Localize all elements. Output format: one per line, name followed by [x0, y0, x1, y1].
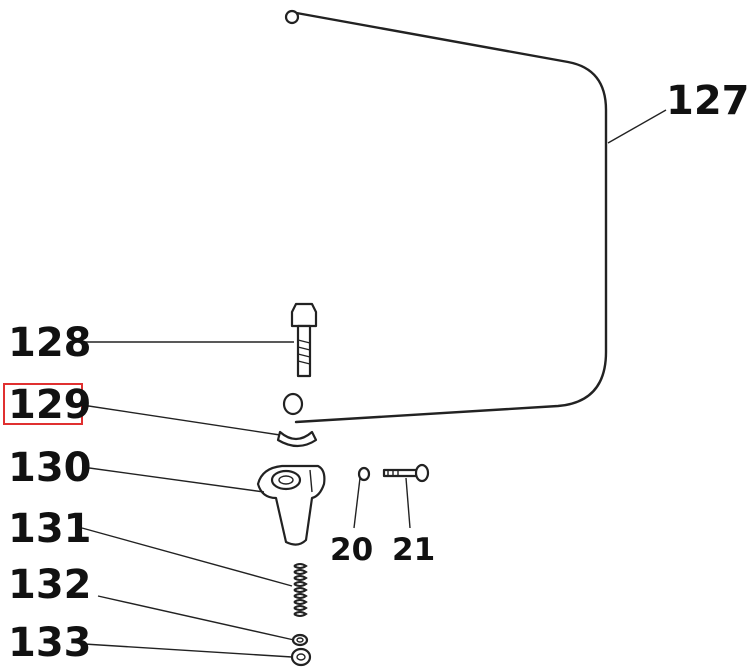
label-20: 20 [330, 532, 373, 568]
leader-132 [97, 595, 295, 641]
label-132: 132 [8, 562, 92, 608]
label-21: 21 [392, 532, 435, 568]
label-131: 131 [8, 506, 92, 552]
leader-133 [83, 643, 293, 658]
nut-part-133 [290, 647, 312, 667]
ring-part-20 [357, 466, 371, 482]
leader-21 [405, 477, 411, 529]
leader-20 [353, 477, 361, 529]
leader-130 [81, 466, 265, 493]
label-129: 129 [8, 382, 92, 428]
handle-tube-part-127 [282, 9, 608, 424]
label-130: 130 [8, 445, 92, 491]
bolt-part-128 [290, 302, 318, 378]
leader-129 [81, 404, 281, 436]
label-127: 127 [666, 78, 750, 124]
leader-127 [607, 109, 667, 144]
leader-lines [81, 109, 667, 658]
clamp-part-129 [276, 430, 318, 448]
label-133: 133 [8, 620, 92, 666]
leader-131 [81, 527, 293, 587]
highlight-box-129 [3, 383, 83, 425]
pin-part-21 [382, 463, 430, 483]
label-128: 128 [8, 320, 92, 366]
spring-part-131 [293, 563, 308, 617]
washer-part-132 [291, 633, 309, 647]
lever-part-130 [256, 464, 326, 546]
